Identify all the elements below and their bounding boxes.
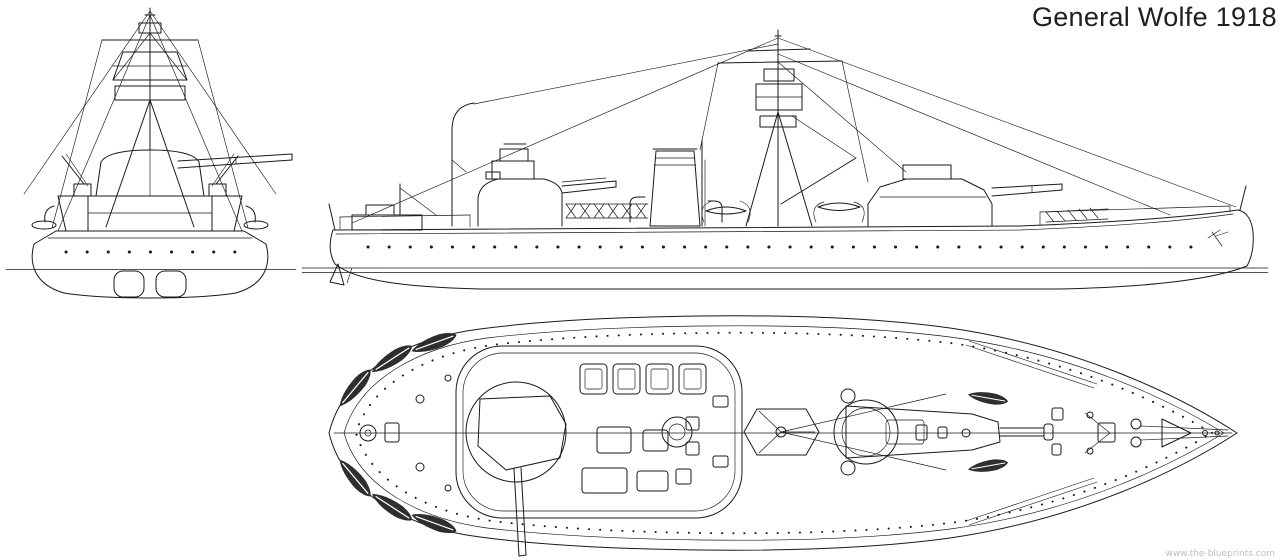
bow-main-turret: [95, 149, 293, 197]
profile-mast: [717, 29, 857, 227]
profile-deckhouses: [351, 143, 723, 231]
profile-rigging: [351, 37, 1237, 224]
bow-hull: [5, 230, 297, 299]
profile-aft-gun: [867, 164, 1063, 227]
plan-bow-fittings: [965, 340, 1229, 526]
plan-hull: [328, 315, 1238, 551]
bow-view: [5, 7, 297, 299]
watermark: www.the-blueprints.com: [1165, 549, 1275, 559]
drawing-title: General Wolfe 1918: [1031, 2, 1277, 32]
plan-aft-gun: [833, 388, 1054, 476]
profile-waterline: [301, 267, 1269, 273]
plan-superstructure: [455, 345, 743, 519]
plan-forward-turret: [465, 381, 567, 557]
deck-plan: [328, 315, 1238, 557]
profile-wireless-gaff: [451, 102, 475, 227]
profile-boats: [701, 200, 865, 223]
plan-mast: [743, 393, 947, 471]
bow-davits: [31, 205, 269, 230]
plan-deck-hatches: [915, 407, 1094, 456]
side-profile: [301, 29, 1269, 290]
profile-hull: [328, 185, 1254, 290]
plan-funnel: [661, 416, 693, 448]
profile-deck-gratings: [1045, 207, 1109, 223]
plan-stern-fittings: [359, 374, 452, 492]
bow-rigging: [23, 10, 277, 232]
profile-funnel: [649, 139, 706, 227]
